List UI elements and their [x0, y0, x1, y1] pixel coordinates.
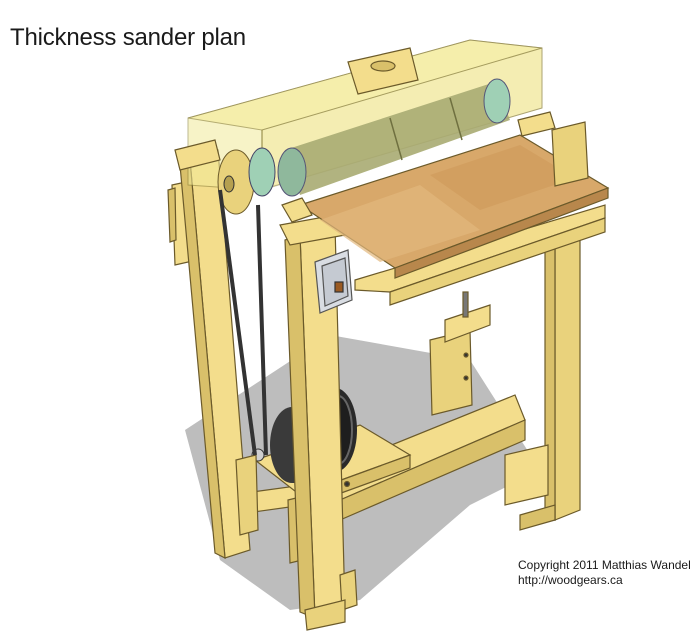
website-link[interactable]: http://woodgears.ca	[518, 573, 623, 587]
dust-port	[347, 47, 419, 95]
rear-post-cap	[517, 111, 589, 187]
drum-pulley	[217, 147, 276, 215]
front-leg-right	[279, 214, 358, 631]
copyright-notice: Copyright 2011 Matthias Wandel http://wo…	[518, 558, 691, 588]
front-leg-left	[179, 149, 303, 564]
center-upright	[429, 291, 491, 416]
table-top	[298, 134, 610, 279]
sanding-drum	[277, 78, 511, 197]
hood-brackets	[174, 139, 313, 223]
switch-box	[314, 249, 353, 314]
rear-leg-right	[504, 214, 581, 531]
copyright-text: Copyright 2011 Matthias Wandel	[518, 558, 691, 572]
drive-belt	[218, 189, 268, 456]
diagram-title: Thickness sander plan	[10, 24, 246, 51]
table-frame	[354, 204, 606, 306]
